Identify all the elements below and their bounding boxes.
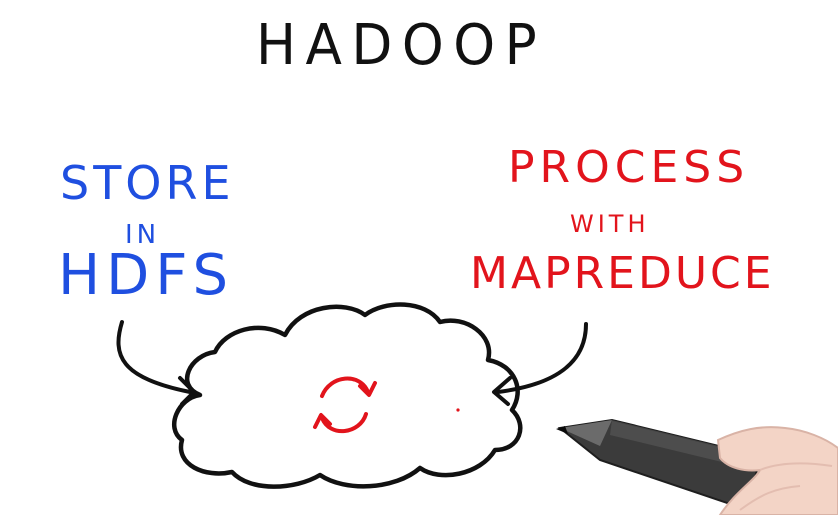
store-label-line-3: HDFS [58,243,235,308]
cloud-icon [171,302,523,489]
right-arrowhead [492,376,512,406]
process-label-line-2: WITH [570,210,650,238]
right-arrow [496,322,588,394]
process-label-line-1: PROCESS [508,142,750,193]
refresh-cycle-icon [313,376,377,434]
left-arrow [116,320,192,394]
process-label-line-3: MAPREDUCE [470,248,775,299]
title-hadoop: HADOOP [256,13,547,78]
store-label-line-1: STORE [60,156,235,210]
store-label-line-2: IN [125,220,161,250]
ink-dot [456,408,460,412]
hand [716,426,838,515]
